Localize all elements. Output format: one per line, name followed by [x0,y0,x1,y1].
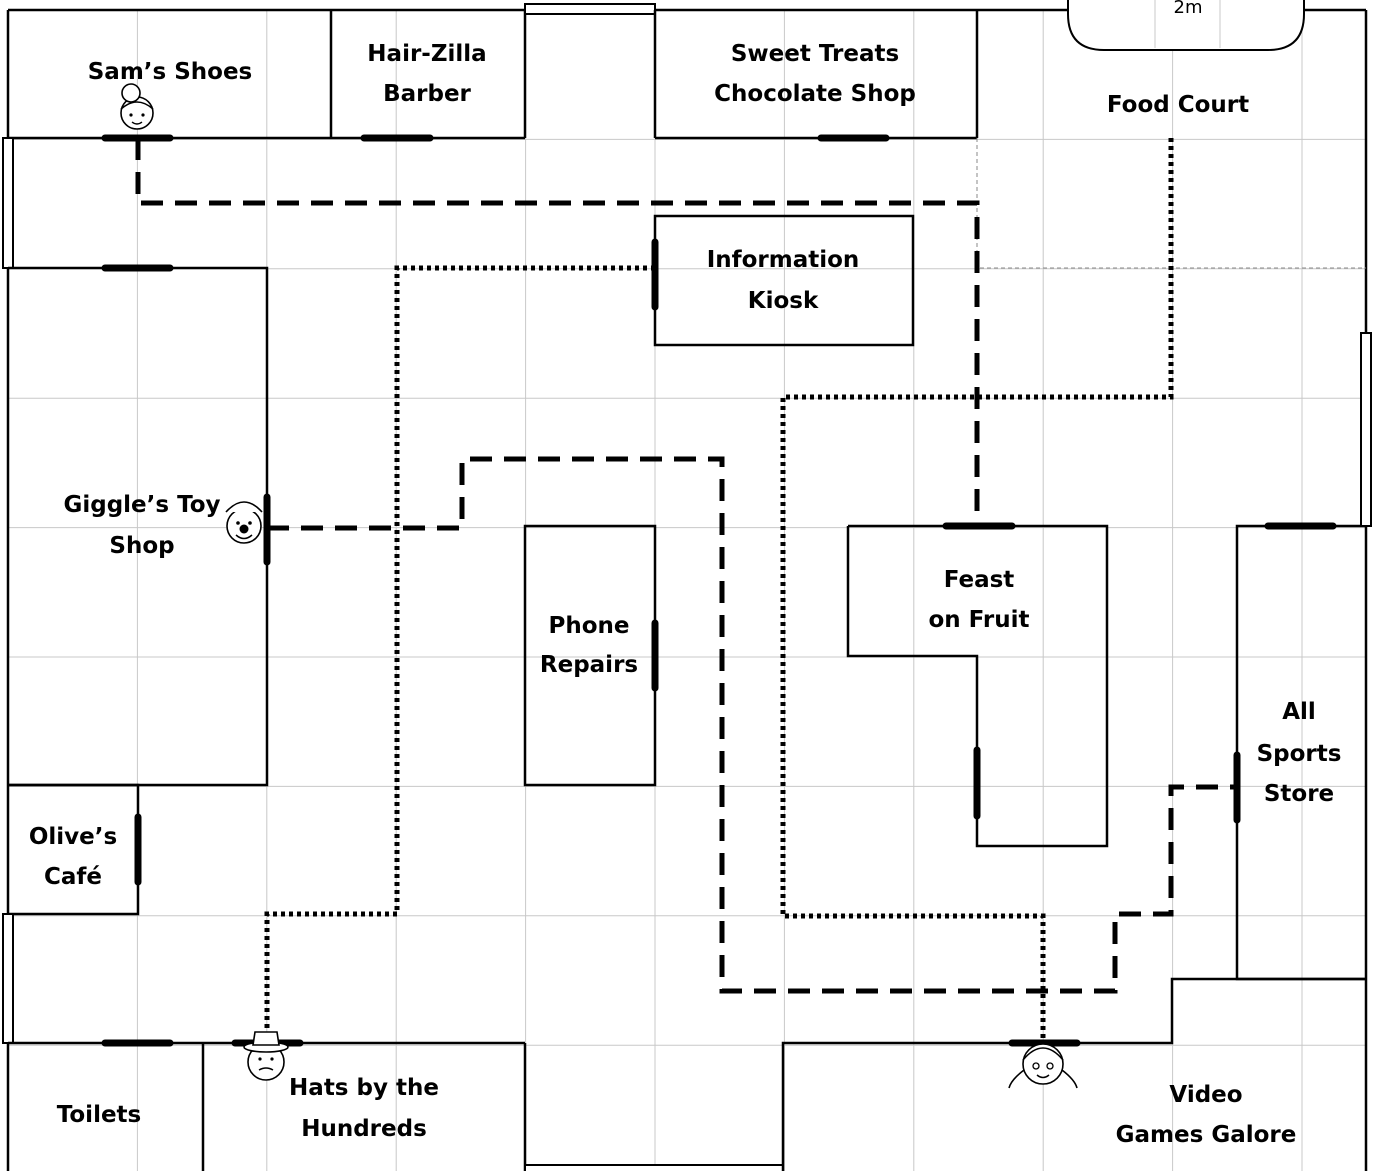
label-feast-1: Feast [944,567,1015,593]
doors [101,134,1337,1047]
label-info-2: Kiosk [748,288,819,314]
old-man-hat-icon [243,1031,289,1081]
label-info-1: Information [707,247,860,273]
label-sports-2: Sports [1257,741,1342,767]
label-giggle-2: Shop [109,533,174,559]
background-grid [7,9,1366,1171]
label-hats-2: Hundreds [301,1116,427,1142]
label-phone-2: Repairs [540,652,638,678]
label-hairzilla-2: Barber [383,81,471,107]
label-feast-2: on Fruit [928,607,1029,633]
dotted-route-1 [264,265,655,1043]
label-food-court: Food Court [1107,92,1249,118]
label-phone-1: Phone [548,613,629,639]
label-sweet-2: Chocolate Shop [714,81,916,107]
label-toilets: Toilets [57,1102,142,1128]
scale-label: 2m [1174,0,1203,18]
label-hairzilla-1: Hair-Zilla [367,41,486,67]
store-labels: 2m Sam’s Shoes Hair-Zilla Barber Sweet T… [29,0,1342,1148]
label-olive-1: Olive’s [29,824,117,850]
label-sweet-1: Sweet Treats [731,41,899,67]
label-video-1: Video [1169,1082,1242,1108]
label-hats-1: Hats by the [289,1075,439,1101]
label-video-2: Games Galore [1116,1122,1297,1148]
routes [135,138,1237,1043]
girl-pigtails-icon [1008,1043,1078,1089]
grandma-icon [120,83,154,130]
label-olive-2: Café [44,864,102,890]
label-sports-1: All [1282,699,1316,725]
dashed-route-1 [135,138,980,526]
label-sports-3: Store [1264,781,1334,807]
clown-icon [225,501,263,544]
label-giggle-1: Giggle’s Toy [63,492,220,518]
label-sams-shoes: Sam’s Shoes [88,59,253,85]
dotted-route-2 [780,138,1174,1043]
dashed-route-2 [267,456,1237,994]
